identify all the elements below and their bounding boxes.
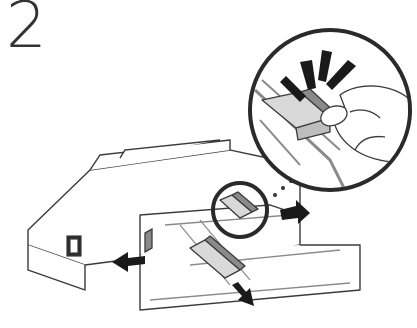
side-port: [67, 236, 81, 256]
left-guide: [145, 229, 152, 252]
